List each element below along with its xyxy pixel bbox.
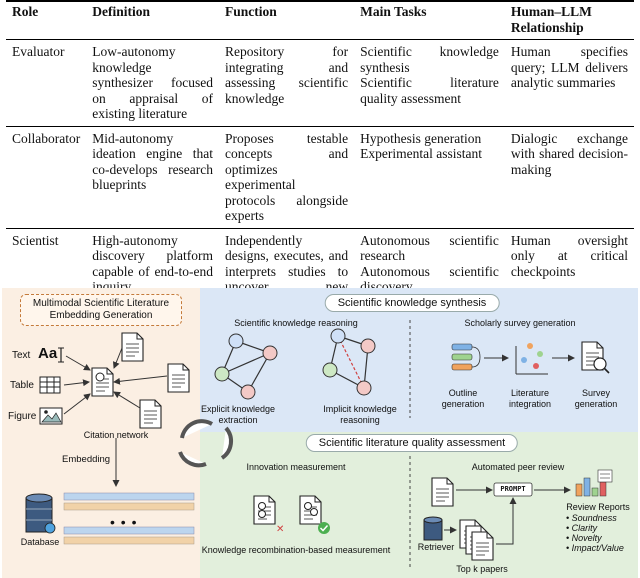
submitted-paper-icon [431, 477, 454, 507]
integration-icon [515, 343, 548, 375]
review-item: • Soundness [566, 513, 617, 523]
header-definition: Definition [86, 0, 220, 40]
quality-assessment-title: Scientific literature quality assessment [305, 434, 519, 452]
cell-relationship: Dialogic exchange with shared decision-m… [504, 126, 634, 229]
innovation-title: Innovation measurement [246, 462, 346, 472]
recombination-docs: ✕ [253, 495, 330, 535]
review-item: • Novelty [566, 533, 602, 543]
retriever-label: Retriever [417, 542, 455, 552]
step-integration: Literature integration [508, 388, 552, 409]
task-item: Autonomous scientific research [360, 232, 499, 264]
cell-function: Proposes testable concepts and optimizes… [219, 126, 355, 229]
figure-icon [39, 407, 63, 425]
step-outline: Outline generation [441, 388, 485, 409]
cell-role: Evaluator [6, 39, 87, 127]
synthesis-title: Scientific knowledge synthesis [324, 294, 500, 312]
cell-role: Collaborator [6, 126, 87, 229]
modality-table-label: Table [10, 380, 34, 391]
roles-table: Role Definition Function Main Tasks Huma… [6, 0, 634, 315]
top-k-papers-icon [459, 519, 494, 561]
embedding-generation-title: Multimodal Scientific Literature Embeddi… [20, 294, 182, 326]
embedding-label: Embedding [62, 454, 111, 465]
review-chart-icon [575, 469, 613, 497]
implicit-label: Implicit knowledge reasoning [323, 404, 397, 425]
framework-figure: ✕ [0, 288, 640, 578]
table-row: Evaluator Low-autonomy knowledge synthes… [6, 39, 634, 127]
review-items-list: • Soundness • Clarity • Novelty • Impact… [566, 513, 624, 553]
implicit-knowledge-graph [322, 328, 376, 396]
modality-figure-label: Figure [8, 411, 37, 422]
table-row: Collaborator Mid-autonomy ideation engin… [6, 126, 634, 229]
top-panel [200, 288, 638, 432]
peer-review-title: Automated peer review [471, 462, 565, 472]
cell-function: Repository for integrating and assessing… [219, 39, 355, 127]
cell-definition: Mid-autonomy ideation engine that co-dev… [86, 126, 220, 229]
cell-tasks: Scientific knowledge synthesis Scientifi… [354, 39, 505, 127]
table-header-row: Role Definition Function Main Tasks Huma… [6, 0, 634, 40]
task-item: Hypothesis generation [360, 130, 482, 146]
database-label: Database [20, 537, 60, 547]
prompt-box [493, 482, 533, 497]
svg-text:✕: ✕ [276, 524, 284, 535]
citation-network-label: Citation network [83, 430, 149, 440]
citation-network [91, 332, 190, 429]
step-survey: Survey generation [574, 388, 618, 409]
embedding-ellipsis: • • • [110, 514, 138, 530]
prompt-label: PROMPT [500, 485, 526, 493]
cell-tasks: Hypothesis generation Experimental assis… [354, 126, 505, 229]
modality-text-label: Text [12, 350, 31, 361]
retriever-icon [423, 516, 443, 541]
cycle-arrows-icon [178, 419, 234, 468]
task-item: Scientific literature quality assessment [360, 75, 499, 106]
recombination-label: Knowledge recombination-based measuremen… [201, 545, 391, 555]
text-icon [58, 347, 64, 363]
survey-doc-icon [581, 341, 610, 374]
text-glyph: Aa [38, 345, 58, 362]
review-item: • Clarity [566, 523, 598, 533]
reasoning-title: Scientific knowledge reasoning [234, 318, 358, 328]
figure-graphics: ✕ [25, 320, 613, 570]
explicit-knowledge-graph [214, 333, 278, 400]
explicit-label: Explicit knowledge extraction [200, 404, 276, 425]
header-function: Function [219, 0, 355, 40]
header-relationship: Human–LLM Relationship [504, 0, 634, 40]
survey-title: Scholarly survey generation [464, 318, 576, 328]
cell-definition: Low-autonomy knowledge synthesizer focus… [86, 39, 220, 127]
outline-icon [451, 343, 481, 371]
task-item: Experimental assistant [360, 146, 482, 161]
table-icon [39, 376, 61, 394]
embedding-vectors [63, 492, 195, 545]
task-item: Scientific knowledge synthesis [360, 44, 499, 75]
review-item: • Impact/Value [566, 543, 624, 553]
review-reports-title: Review Reports [566, 502, 630, 512]
top-k-label: Top k papers [456, 564, 508, 574]
cell-relationship: Human specifies query; LLM delivers anal… [504, 39, 634, 127]
header-main-tasks: Main Tasks [354, 0, 505, 40]
header-role: Role [6, 0, 87, 40]
database-icon [25, 493, 56, 534]
